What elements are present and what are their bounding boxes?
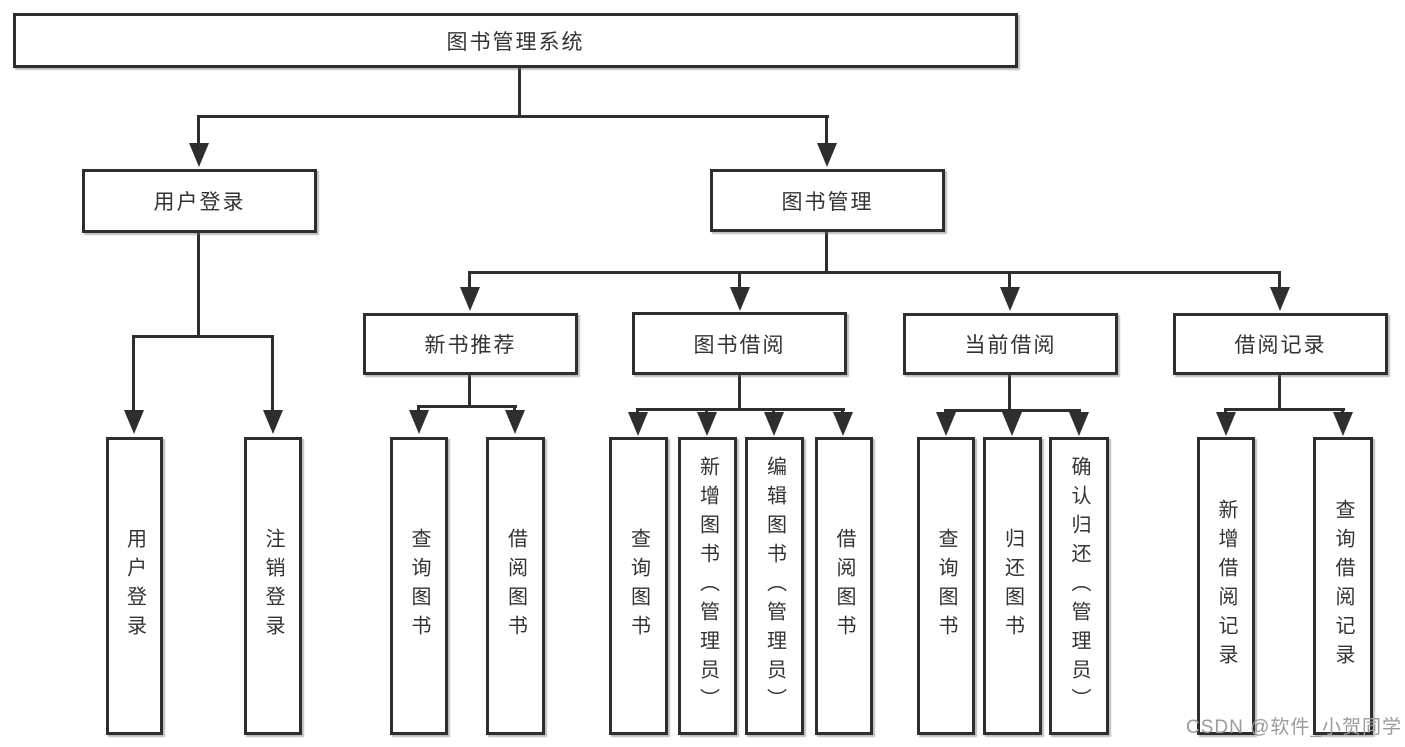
node-borrow-record: 借阅记录 (1173, 313, 1388, 375)
leaf-borrow-add-admin-label: 新增图书（管理员） (696, 455, 719, 717)
arrow-new-book-leaf-1 (408, 406, 429, 434)
connector-stem-record (1278, 374, 1281, 410)
leaf-new-book-query-label: 查询图书 (408, 528, 430, 644)
leaf-current-return: 归还图书 (983, 437, 1042, 735)
connector-branch-user-login (132, 335, 274, 338)
connector-stem-root (518, 68, 521, 118)
node-new-book-recommend-label: 新书推荐 (424, 334, 517, 357)
node-current-borrow-label: 当前借阅 (964, 334, 1057, 357)
watermark: CSDN @软件_小贺同学 (1186, 717, 1402, 738)
leaf-borrow-edit-admin: 编辑图书（管理员） (745, 437, 804, 735)
node-new-book-recommend: 新书推荐 (363, 313, 578, 375)
arrow-borrow-leaf-2 (696, 409, 717, 436)
leaf-record-add: 新增借阅记录 (1197, 437, 1255, 735)
connector-stem-borrow (738, 374, 741, 410)
arrow-to-leaf-logout (262, 336, 283, 434)
connector-stem-new-book (468, 374, 471, 407)
leaf-user-login: 用户登录 (106, 437, 163, 735)
arrow-to-book-mgmt (816, 117, 837, 167)
leaf-borrow-borrow: 借阅图书 (815, 437, 873, 735)
arrow-borrow-leaf-1 (627, 409, 648, 436)
node-root: 图书管理系统 (13, 13, 1018, 68)
arrow-record-leaf-1 (1215, 409, 1236, 436)
leaf-record-query: 查询借阅记录 (1313, 437, 1373, 735)
leaf-borrow-query: 查询图书 (609, 437, 668, 735)
node-book-borrow-label: 图书借阅 (693, 333, 786, 357)
leaf-logout: 注销登录 (244, 437, 302, 735)
node-book-management-label: 图书管理 (781, 190, 874, 214)
node-current-borrow: 当前借阅 (903, 313, 1118, 375)
leaf-record-query-label: 查询借阅记录 (1332, 499, 1354, 673)
leaf-current-return-label: 归还图书 (1001, 528, 1024, 644)
node-user-login: 用户登录 (82, 169, 317, 233)
connector-branch-record (1224, 408, 1345, 411)
connector-branch-book-mgmt (468, 271, 1281, 274)
leaf-borrow-query-label: 查询图书 (627, 528, 650, 644)
connector-stem-current (1008, 374, 1011, 411)
arrow-to-new-book (459, 272, 480, 311)
node-book-borrow: 图书借阅 (632, 312, 847, 375)
node-book-management: 图书管理 (710, 169, 945, 232)
leaf-borrow-borrow-label: 借阅图书 (833, 528, 855, 644)
leaf-borrow-edit-admin-label: 编辑图书（管理员） (763, 455, 786, 717)
arrow-to-user-login (188, 117, 209, 167)
arrow-record-leaf-2 (1332, 409, 1353, 436)
arrow-borrow-leaf-3 (763, 409, 784, 436)
node-root-label: 图书管理系统 (446, 30, 585, 54)
connector-stem-book-mgmt (825, 231, 828, 273)
leaf-new-book-borrow-label: 借阅图书 (504, 528, 527, 644)
arrow-to-borrow (729, 272, 750, 311)
arrow-borrow-leaf-4 (832, 409, 853, 436)
leaf-current-confirm-admin-label: 确认归还（管理员） (1068, 455, 1090, 717)
connector-branch-borrow (636, 408, 845, 411)
node-borrow-record-label: 借阅记录 (1234, 334, 1327, 357)
connector-branch-level1 (197, 115, 829, 118)
arrow-current-leaf-1 (935, 410, 956, 436)
arrow-to-record (1269, 272, 1290, 311)
leaf-record-add-label: 新增借阅记录 (1215, 499, 1237, 673)
leaf-current-query-label: 查询图书 (935, 528, 957, 644)
leaf-logout-label: 注销登录 (262, 528, 284, 644)
leaf-new-book-query: 查询图书 (390, 437, 448, 735)
connector-branch-new-book (417, 405, 517, 408)
connector-stem-user-login (197, 232, 200, 337)
leaf-current-query: 查询图书 (917, 437, 975, 735)
arrow-new-book-leaf-2 (504, 406, 525, 434)
leaf-current-confirm-admin: 确认归还（管理员） (1049, 437, 1109, 735)
arrow-current-leaf-3 (1068, 410, 1089, 436)
leaf-borrow-add-admin: 新增图书（管理员） (678, 437, 737, 735)
arrow-to-leaf-login (123, 336, 144, 434)
leaf-user-login-label: 用户登录 (123, 528, 146, 644)
arrow-current-leaf-2 (1001, 410, 1022, 436)
leaf-new-book-borrow: 借阅图书 (486, 437, 545, 735)
node-user-login-label: 用户登录 (153, 191, 246, 214)
arrow-to-current (999, 272, 1020, 311)
